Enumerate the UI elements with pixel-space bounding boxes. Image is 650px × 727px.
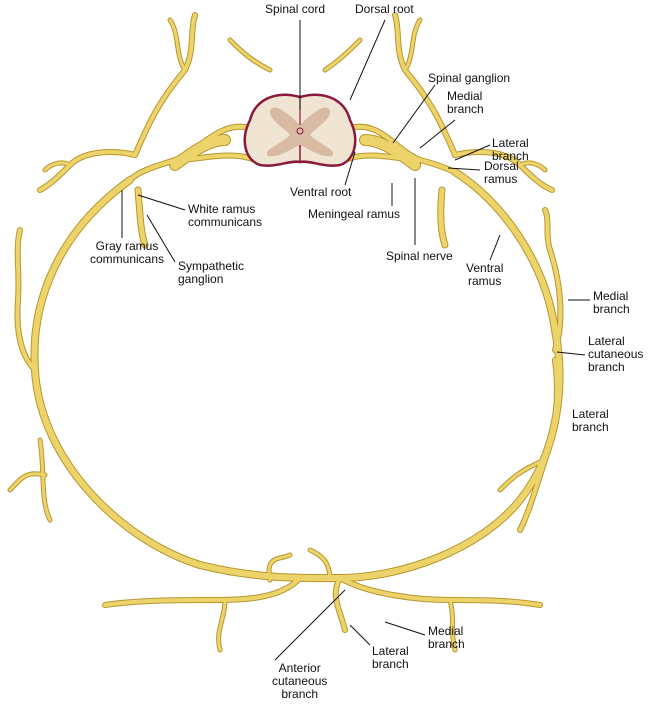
label-line: branch bbox=[593, 302, 630, 316]
label-line: branch bbox=[572, 420, 609, 434]
nerve-branch bbox=[448, 598, 457, 652]
nerve-branch bbox=[393, 13, 457, 157]
nerve-branch bbox=[228, 38, 272, 72]
label-line: branch bbox=[492, 149, 529, 163]
nerve-branch bbox=[267, 553, 292, 582]
label-line: Lateral bbox=[588, 334, 625, 348]
spinal-cord-section bbox=[243, 93, 357, 167]
label-line: branch bbox=[281, 687, 319, 701]
nerve-branch bbox=[38, 438, 52, 522]
nerve-branch bbox=[518, 358, 559, 532]
label-line: communicans bbox=[188, 215, 263, 229]
label-line: Sympathetic bbox=[178, 259, 245, 273]
label-line: Medial bbox=[447, 89, 483, 103]
label-line: cutaneous bbox=[588, 347, 644, 361]
label-spinal-cord: Spinal cord bbox=[265, 2, 326, 16]
label-line: Lateral bbox=[372, 644, 409, 658]
nerve-branch bbox=[133, 13, 197, 157]
label-line: ramus bbox=[468, 274, 502, 288]
label-line: branch bbox=[447, 102, 484, 116]
label-line: White ramus bbox=[188, 202, 256, 216]
nerve-branch bbox=[360, 135, 420, 170]
nerve-branch bbox=[323, 38, 362, 72]
nerve-branch bbox=[348, 124, 457, 174]
nerve-branch bbox=[31, 169, 563, 582]
nerve-branch bbox=[8, 472, 47, 492]
label-line: Medial bbox=[428, 624, 464, 638]
nerve-branch bbox=[403, 18, 422, 72]
label-line: Dorsal bbox=[484, 159, 519, 173]
label-line: ganglion bbox=[178, 272, 224, 286]
label-line: branch bbox=[428, 637, 465, 651]
nerve-branch bbox=[170, 135, 230, 170]
label-line: ramus bbox=[484, 172, 518, 186]
label-line: communicans bbox=[90, 252, 165, 266]
label-meningeal-ramus: Meningeal ramus bbox=[308, 207, 401, 221]
label-line: Anterior bbox=[278, 661, 321, 675]
nerve-branch bbox=[168, 18, 187, 72]
label-line: Medial bbox=[593, 289, 629, 303]
nerve-branch bbox=[338, 576, 542, 607]
label-dorsal-root: Dorsal root bbox=[355, 2, 414, 16]
label-line: Gray ramus bbox=[95, 239, 159, 253]
nerve-branch bbox=[43, 161, 72, 172]
leader-lines bbox=[121, 19, 590, 661]
nerve-branch bbox=[15, 228, 37, 372]
nerve-branch bbox=[103, 576, 302, 607]
label-spinal-nerve: Spinal nerve bbox=[386, 249, 453, 263]
label-line: branch bbox=[588, 360, 625, 374]
nerve-branch bbox=[543, 208, 563, 352]
label-spinal-ganglion: Spinal ganglion bbox=[428, 71, 511, 85]
nerve-branch bbox=[518, 161, 547, 172]
label-line: Ventral bbox=[466, 261, 504, 275]
nerve-branch bbox=[217, 598, 227, 652]
label-line: Lateral bbox=[572, 407, 609, 421]
label-ventral-root: Ventral root bbox=[290, 185, 352, 199]
label-line: cutaneous bbox=[272, 674, 328, 688]
nerve-branch bbox=[498, 458, 547, 492]
label-line: Lateral bbox=[492, 136, 529, 150]
nerve-branch bbox=[308, 548, 332, 582]
nerve-branch bbox=[333, 576, 347, 632]
nerve-branch bbox=[438, 187, 448, 248]
label-line: branch bbox=[372, 657, 409, 671]
